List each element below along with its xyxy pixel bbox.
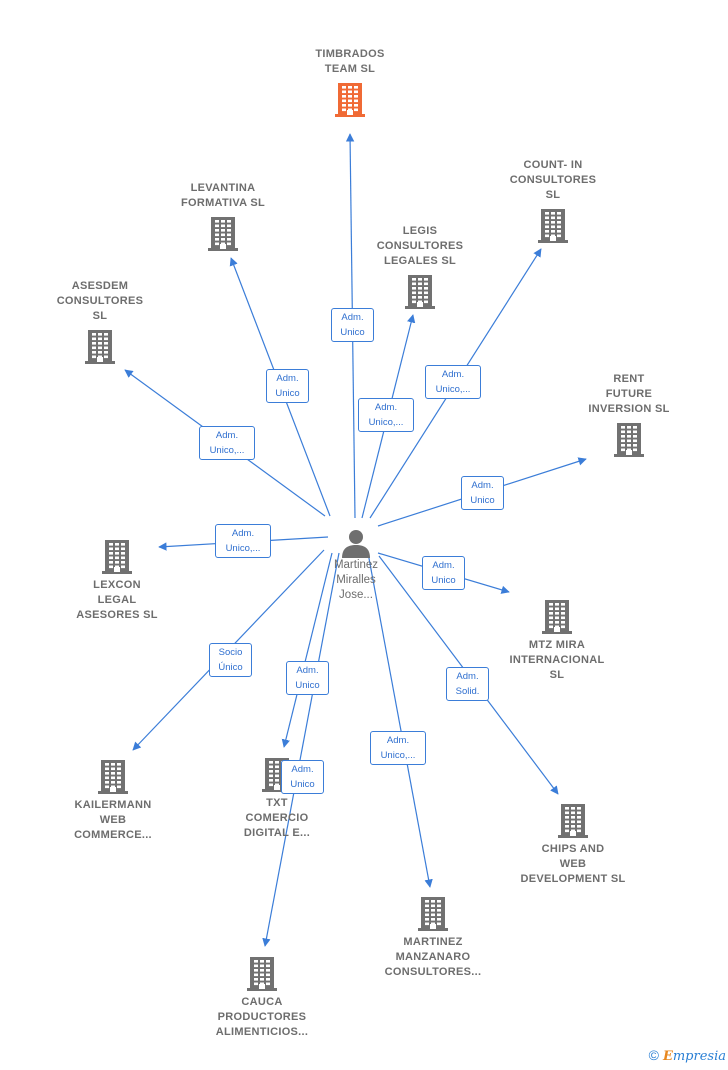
company-node[interactable]: LEXCON LEGAL ASESORES SL (42, 540, 192, 623)
building-icon (614, 423, 644, 457)
company-node[interactable]: MARTINEZ MANZANARO CONSULTORES... (358, 897, 508, 980)
building-icon (558, 804, 588, 838)
relation-label[interactable]: Adm. Unico (266, 369, 309, 403)
company-node[interactable]: TIMBRADOS TEAM SL (275, 47, 425, 117)
relation-label[interactable]: Adm. Unico,... (215, 524, 271, 558)
relation-label[interactable]: Adm. Unico,... (425, 365, 481, 399)
company-name: LEGIS CONSULTORES LEGALES SL (376, 225, 464, 267)
company-name: MARTINEZ MANZANARO CONSULTORES... (384, 936, 482, 978)
relation-label[interactable]: Adm. Unico (422, 556, 465, 590)
company-node[interactable]: RENT FUTURE INVERSION SL (554, 372, 704, 457)
relation-label[interactable]: Adm. Unico (331, 308, 374, 342)
building-icon (247, 957, 277, 991)
relation-label[interactable]: Adm. Unico,... (358, 398, 414, 432)
building-icon (208, 217, 238, 251)
building-icon (85, 330, 115, 364)
company-name: ASESDEM CONSULTORES SL (56, 280, 144, 322)
building-icon (102, 540, 132, 574)
relation-edge (262, 552, 340, 947)
copyright-icon: © (648, 1047, 659, 1063)
building-icon (418, 897, 448, 931)
company-name: MTZ MIRA INTERNACIONAL SL (509, 639, 605, 681)
person-name: Martinez Miralles Jose... (333, 559, 379, 601)
relation-label[interactable]: Socio Único (209, 643, 252, 677)
building-icon (405, 275, 435, 309)
company-name: COUNT- IN CONSULTORES SL (509, 159, 597, 201)
company-name: CAUCA PRODUCTORES ALIMENTICIOS... (215, 996, 309, 1038)
company-node[interactable]: CAUCA PRODUCTORES ALIMENTICIOS... (187, 957, 337, 1040)
relation-label[interactable]: Adm. Unico (286, 661, 329, 695)
company-name: RENT FUTURE INVERSION SL (588, 373, 670, 415)
company-name: TIMBRADOS TEAM SL (315, 48, 385, 75)
company-node[interactable]: LEGIS CONSULTORES LEGALES SL (345, 224, 495, 309)
person-icon (342, 530, 370, 558)
relation-label[interactable]: Adm. Unico (461, 476, 504, 510)
building-icon (98, 760, 128, 794)
company-node[interactable]: LEVANTINA FORMATIVA SL (148, 181, 298, 251)
relation-label[interactable]: Adm. Unico (281, 760, 324, 794)
company-name: LEXCON LEGAL ASESORES SL (76, 579, 158, 621)
company-node[interactable]: COUNT- IN CONSULTORES SL (478, 158, 628, 243)
company-node[interactable]: CHIPS AND WEB DEVELOPMENT SL (498, 804, 648, 887)
relation-label[interactable]: Adm. Unico,... (199, 426, 255, 460)
company-node[interactable]: KAILERMANN WEB COMMERCE... (38, 760, 188, 843)
building-icon (335, 83, 365, 117)
company-node[interactable]: ASESDEM CONSULTORES SL (25, 279, 175, 364)
building-icon (538, 209, 568, 243)
relation-label[interactable]: Adm. Unico,... (370, 731, 426, 765)
company-name: KAILERMANN WEB COMMERCE... (74, 799, 152, 841)
brand-logo: ©Empresia (648, 1047, 726, 1064)
person-node[interactable]: Martinez Miralles Jose... (281, 528, 431, 603)
company-name: CHIPS AND WEB DEVELOPMENT SL (520, 843, 626, 885)
company-node[interactable]: MTZ MIRA INTERNACIONAL SL (482, 600, 632, 683)
relation-edge (281, 552, 333, 748)
company-name: LEVANTINA FORMATIVA SL (180, 182, 266, 209)
relation-edge (367, 552, 433, 888)
company-name: TXT COMERCIO DIGITAL E... (243, 797, 311, 839)
relation-label[interactable]: Adm. Solid. (446, 667, 489, 701)
building-icon (542, 600, 572, 634)
company-node[interactable]: TXT COMERCIO DIGITAL E... (202, 758, 352, 841)
